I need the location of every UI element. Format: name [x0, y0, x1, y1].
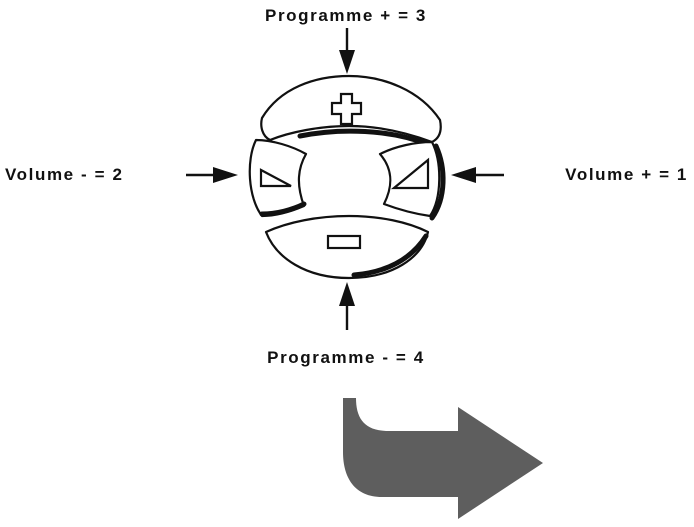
- label-programme-minus: Programme - = 4: [267, 348, 425, 367]
- label-volume-minus: Volume - = 2: [5, 165, 124, 184]
- volume-down-triangle-icon: [259, 168, 292, 188]
- volume-plus-button[interactable]: [378, 140, 446, 221]
- pointer-arrow-down: [339, 28, 355, 74]
- pointer-arrow-left: [451, 167, 504, 183]
- big-right-arrow: [343, 398, 543, 519]
- label-programme-plus: Programme + = 3: [265, 6, 427, 25]
- volume-minus-button[interactable]: [248, 138, 308, 218]
- programme-plus-button[interactable]: [260, 74, 442, 148]
- programme-minus-button[interactable]: [264, 214, 430, 280]
- volume-up-triangle-icon: [390, 157, 430, 190]
- pointer-arrow-right: [186, 167, 238, 183]
- label-volume-plus: Volume + = 1: [565, 165, 688, 184]
- minus-icon: [326, 234, 362, 250]
- pointer-arrow-up: [339, 282, 355, 330]
- plus-icon: [330, 92, 363, 126]
